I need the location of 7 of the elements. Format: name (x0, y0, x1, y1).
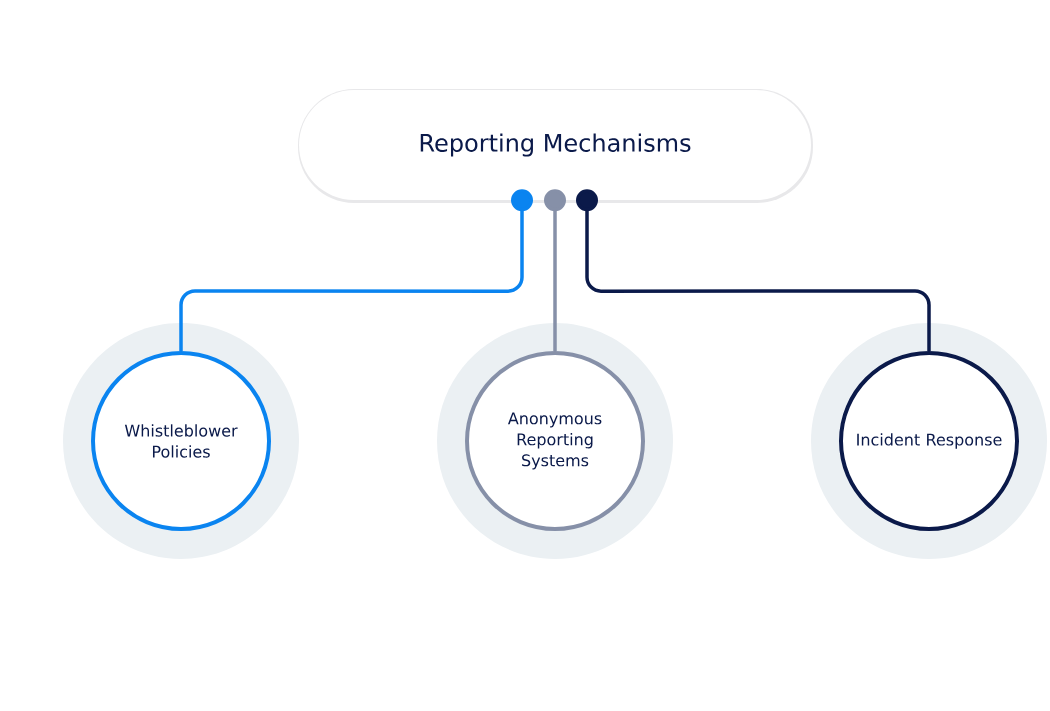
connector-line (544, 189, 566, 351)
circle-node: Incident Response (811, 323, 1047, 559)
connector-line (576, 189, 931, 351)
circle-node: Whistleblower Policies (63, 323, 299, 559)
connector-line (179, 189, 533, 351)
circle-node: Anonymous Reporting Systems (437, 323, 673, 559)
title-pill: Reporting Mechanisms (298, 89, 813, 203)
